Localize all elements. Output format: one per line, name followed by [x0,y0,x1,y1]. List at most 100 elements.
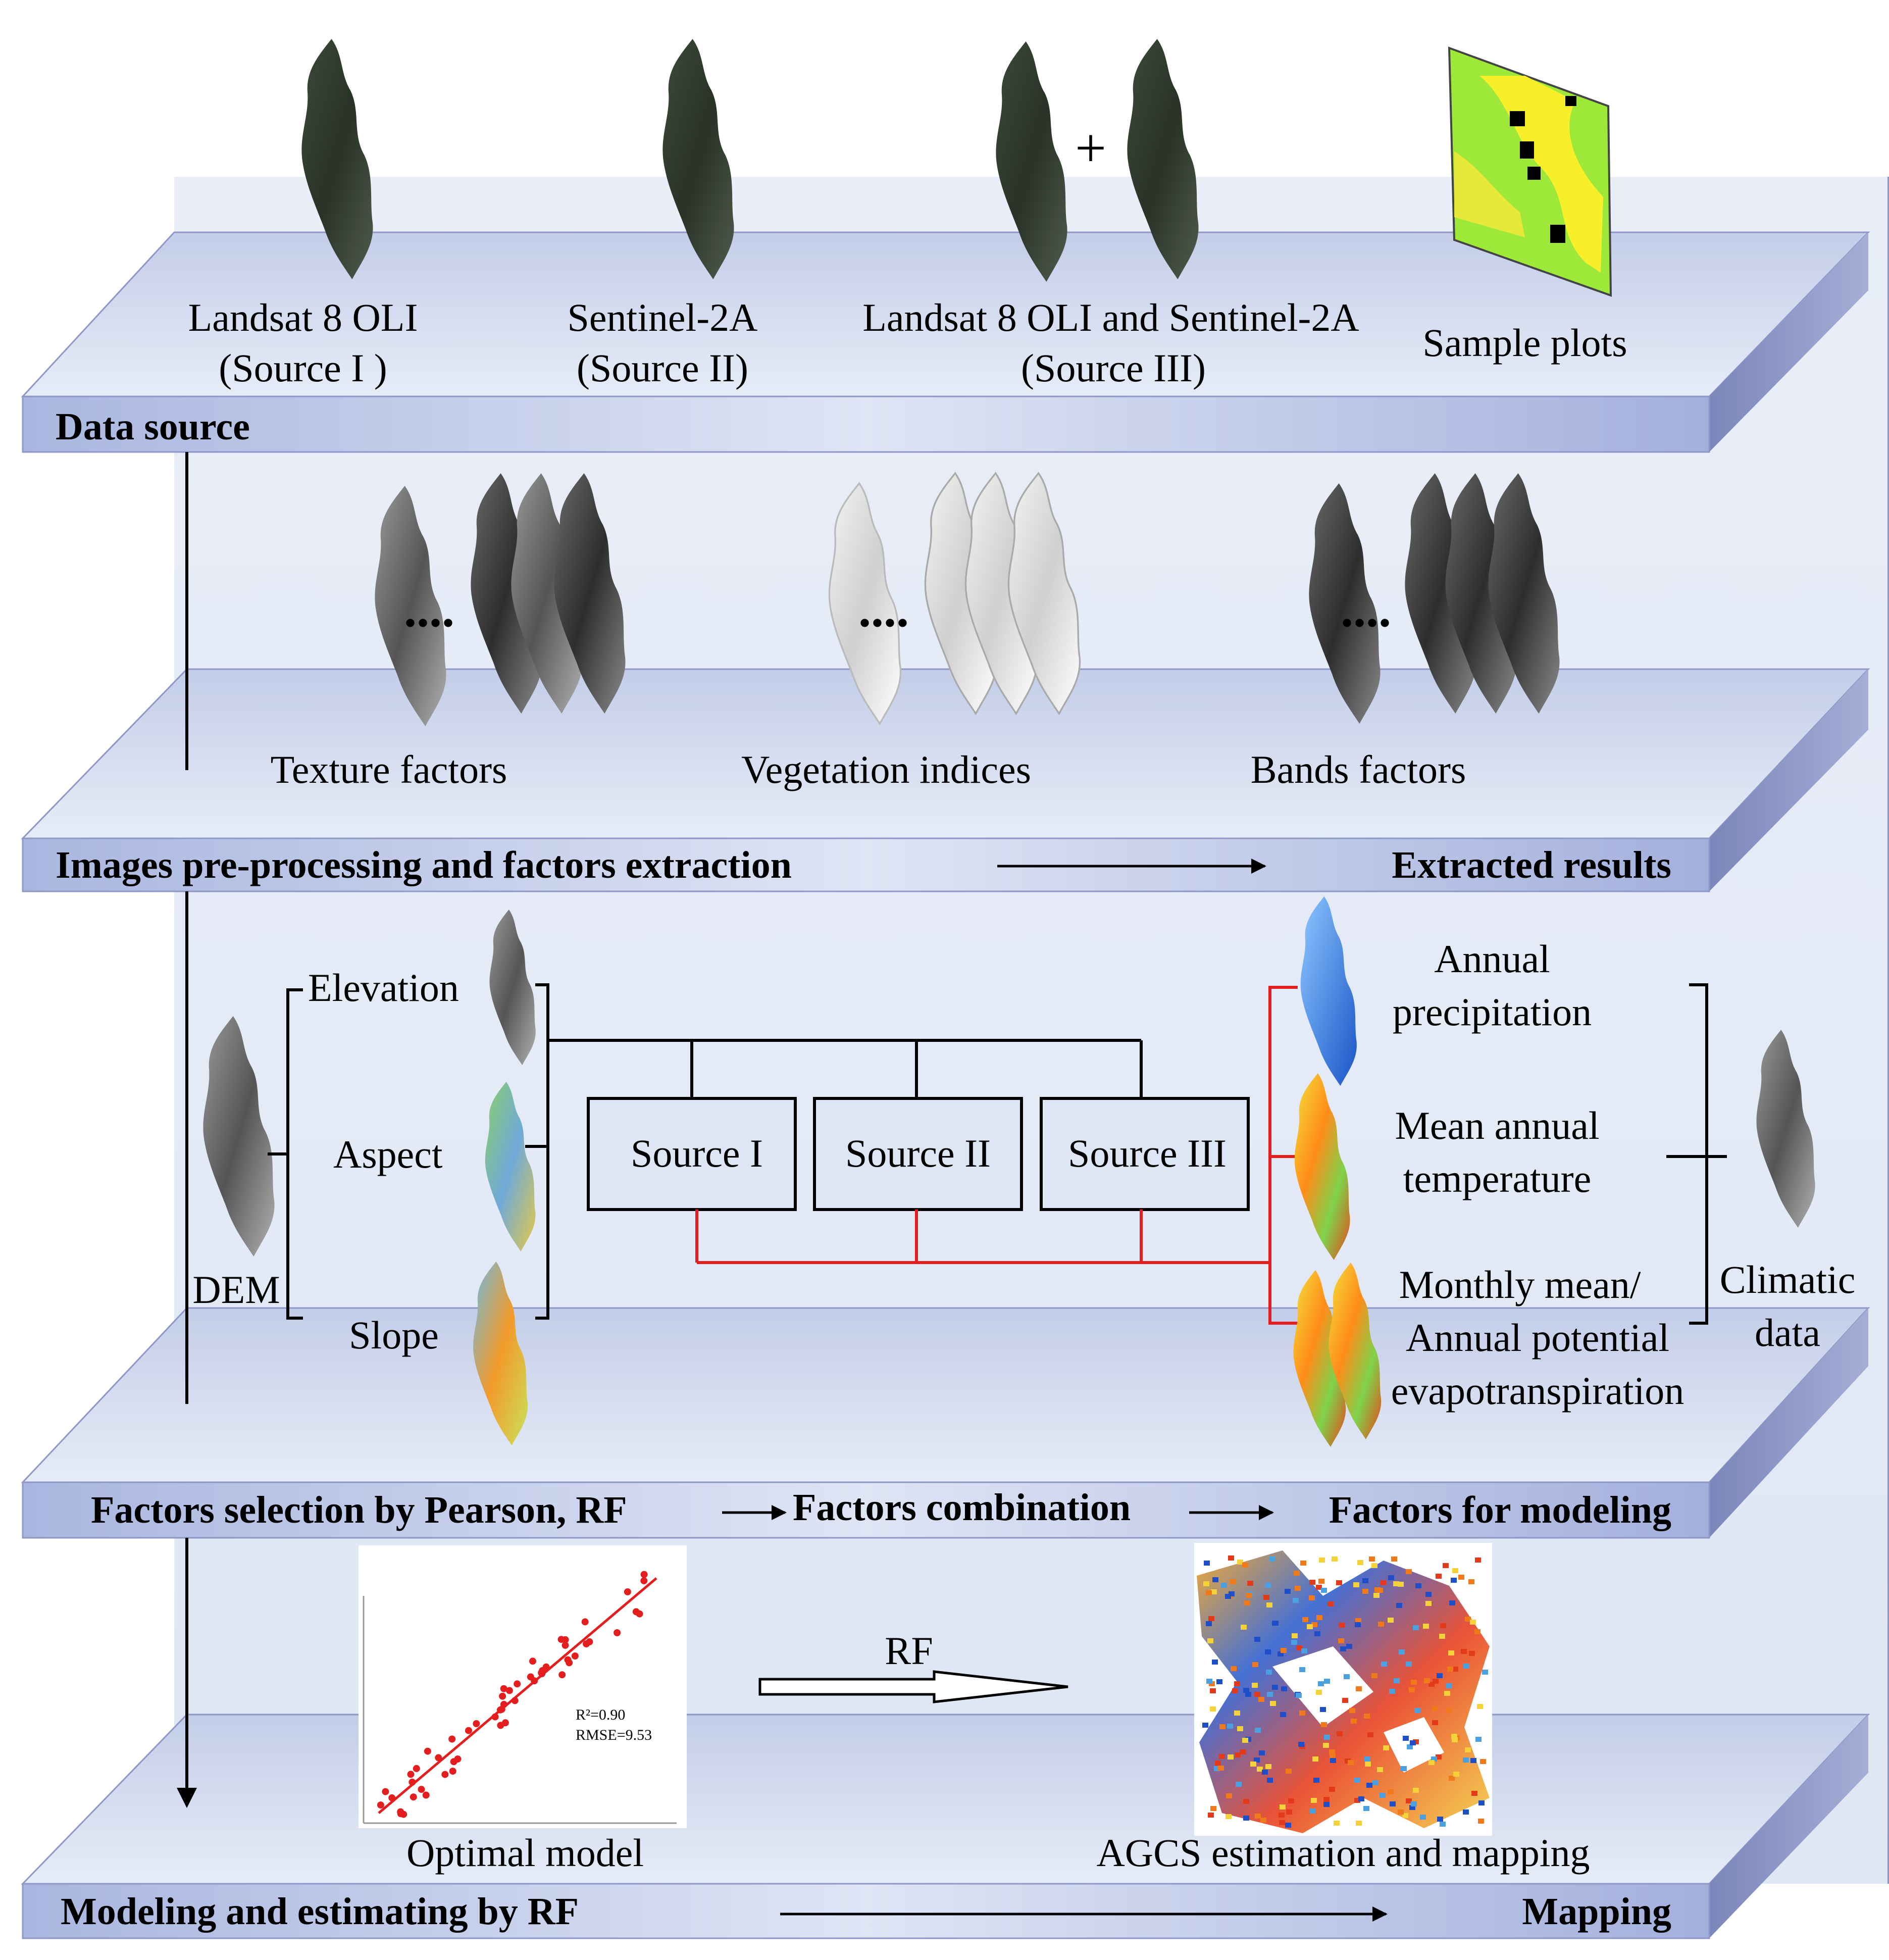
texture-dots: .... [404,581,454,637]
climate-connectors [695,986,1298,1325]
map-pixel [1332,1556,1338,1562]
map-pixel [1399,1649,1405,1654]
map-pixel [1235,1752,1241,1757]
map-pixel [1439,1634,1445,1639]
map-pixel [1314,1631,1320,1636]
map-pixel [1329,1787,1335,1792]
scatter-point [388,1794,396,1801]
map-pixel [1482,1670,1488,1675]
map-pixel [1398,1810,1404,1815]
map-pixel [1225,1594,1231,1599]
map-pixel [1262,1770,1268,1775]
map-pixel [1401,1766,1407,1771]
map-pixel [1207,1638,1213,1643]
map-pixel [1398,1582,1404,1587]
map-pixel [1211,1589,1217,1594]
scatter-point [382,1788,389,1795]
mapping-label: Mapping [1522,1890,1671,1933]
map-pixel [1372,1780,1379,1785]
rf-hollow-arrow [758,1670,1068,1703]
map-pixel [1226,1814,1232,1819]
map-pixel [1292,1633,1298,1638]
map-pixel [1377,1767,1383,1772]
map-pixel [1316,1690,1322,1695]
map-pixel [1353,1582,1359,1587]
scatter-point [542,1663,550,1671]
map-pixel [1279,1813,1285,1818]
map-pixel [1210,1706,1216,1712]
elevation-label: Elevation [308,966,459,1010]
map-pixel [1214,1766,1220,1771]
map-pixel [1449,1776,1455,1781]
landsat-label: Landsat 8 OLI [188,295,418,339]
map-pixel [1236,1782,1242,1787]
map-pixel [1324,1735,1330,1740]
map-pixel [1246,1593,1252,1598]
map-pixel [1420,1815,1426,1820]
map-pixel [1437,1817,1443,1822]
map-pixel [1328,1601,1334,1606]
scatter-point [500,1685,507,1692]
scatter-point [377,1801,384,1809]
map-pixel [1218,1766,1224,1771]
map-pixel [1299,1667,1305,1672]
map-pixel [1354,1778,1360,1783]
scatter-point [497,1706,504,1714]
map-pixel [1394,1678,1400,1683]
precip-label-2: precipitation [1393,990,1592,1034]
scatter-point [448,1735,456,1743]
map-pixel [1216,1679,1222,1684]
data-source-title: Data source [56,406,250,448]
map-pixel [1433,1679,1439,1684]
map-pixel [1323,1802,1330,1807]
preprocessing-title: Images pre-processing and factors extrac… [56,844,792,886]
temp-label-1: Mean annual [1395,1103,1599,1147]
scatter-point [624,1588,631,1595]
scatter-point [571,1652,579,1660]
map-pixel [1252,1662,1258,1667]
texture-factor-images: .... [375,473,626,726]
map-pixel [1354,1798,1360,1803]
map-pixel [1298,1742,1304,1747]
map-pixel [1234,1711,1240,1716]
scatter-point [505,1687,513,1694]
map-pixel [1396,1603,1402,1608]
scatter-point [441,1771,449,1778]
map-pixel [1281,1686,1287,1691]
agcs-map [1194,1543,1492,1836]
map-pixel [1451,1734,1457,1739]
scatter-point [538,1670,546,1677]
map-pixel [1319,1557,1325,1563]
map-pixel [1265,1764,1271,1769]
vegetation-dots: .... [858,581,909,637]
map-pixel [1470,1620,1476,1625]
map-pixel [1329,1749,1335,1754]
map-pixel [1366,1783,1372,1788]
scatter-point [640,1571,648,1578]
map-pixel [1364,1756,1370,1762]
map-pixel [1318,1579,1324,1584]
map-pixel [1389,1689,1395,1694]
scatter-point [449,1768,456,1775]
landsat-sub-label: (Source I ) [219,346,387,390]
pet-label-2: Annual potential [1406,1316,1669,1360]
climatic-label-1: Climatic [1720,1258,1856,1301]
map-pixel [1202,1723,1208,1728]
map-pixel [1475,1557,1481,1563]
map-pixel [1272,1685,1278,1690]
rmse-label: RMSE=9.53 [576,1727,652,1743]
map-pixel [1463,1757,1469,1763]
temp-label-2: temperature [1403,1157,1591,1200]
map-pixel [1257,1767,1263,1772]
map-pixel [1247,1581,1253,1586]
map-pixel [1266,1670,1272,1675]
scatter-point [558,1671,566,1679]
source-box-1-label: Source I [631,1131,763,1175]
map-pixel [1406,1798,1412,1803]
map-pixel [1266,1602,1272,1607]
map-pixel [1432,1720,1438,1725]
map-pixel [1373,1593,1380,1598]
map-pixel [1403,1736,1409,1741]
map-pixel [1355,1618,1361,1623]
map-pixel [1232,1688,1238,1693]
